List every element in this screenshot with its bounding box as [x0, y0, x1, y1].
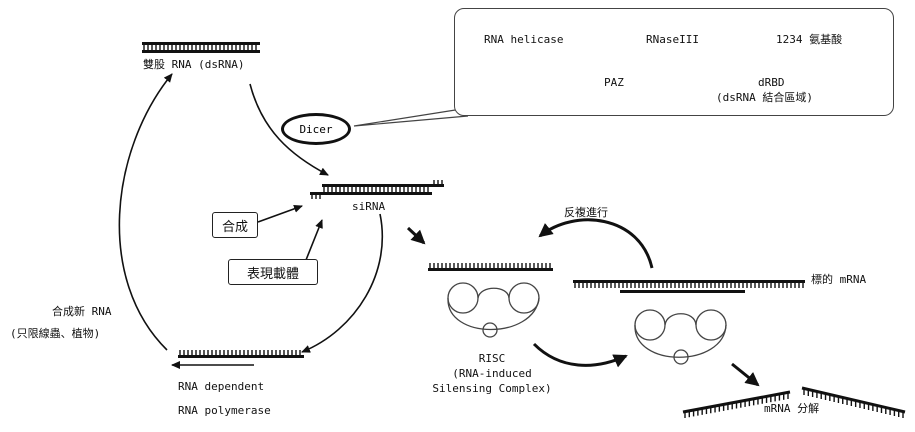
synthesis-label: 合成 [221, 219, 248, 235]
synthesis-box: 合成 [212, 212, 258, 238]
new-rna-label-line2: (只限線蟲、植物) [10, 327, 101, 340]
risc-label-line2: (RNA-induced [452, 367, 532, 380]
risc-complex [428, 263, 553, 338]
arrow-dsrna-to-sirna [249, 83, 329, 176]
dsrna-label: 雙股 RNA (dsRNA) [143, 58, 245, 71]
risc-label-line3: Silensing Complex) [432, 382, 552, 395]
arrow-to-degradation [731, 362, 760, 387]
repeat-label: 反複進行 [564, 206, 608, 219]
risc-bound-complex [573, 280, 805, 365]
domain-drbd-note: (dsRNA 結合區域) [716, 91, 813, 104]
arrow-vector-to-sirna [305, 219, 323, 261]
arrow-sirna-to-risc [406, 226, 426, 245]
new-rna-label-line1: 合成新 RNA [52, 305, 112, 318]
arrow-risc-to-target [532, 342, 628, 368]
risc-label: RISC [478, 352, 506, 365]
domain-rnase-label: RNaseIII [646, 33, 699, 46]
expression-vector-label: 表現載體 [246, 266, 299, 282]
rdrp-label-line2: RNA polymerase [178, 404, 271, 417]
domain-length-label: 1234 氨基酸 [776, 33, 843, 46]
callout-pointer [353, 107, 469, 127]
rdrp-strand [171, 350, 304, 369]
sirna-molecule [310, 180, 444, 199]
arrow-sirna-to-rdrp [301, 213, 384, 353]
arrow-synthesis-to-sirna [257, 204, 303, 223]
dicer-enzyme: Dicer [281, 113, 351, 145]
dicer-label: Dicer [299, 122, 333, 136]
domain-drbd-label: dRBD [758, 76, 785, 89]
mrna-degradation-label: mRNA 分解 [764, 402, 820, 415]
arrow-rdrp-to-dsrna [118, 73, 173, 351]
domain-paz-label: PAZ [604, 76, 624, 89]
dicer-domain-callout [454, 8, 894, 116]
rdrp-label-line1: RNA dependent [178, 380, 265, 393]
domain-helicase-label: RNA helicase [484, 33, 564, 46]
expression-vector-box: 表現載體 [228, 259, 318, 285]
arrow-repeat-cycle [538, 218, 654, 269]
degraded-mrna [682, 386, 906, 418]
dsrna-molecule [142, 42, 260, 53]
sirna-label: siRNA [352, 200, 386, 213]
target-mrna-label: 標的 mRNA [811, 273, 867, 286]
